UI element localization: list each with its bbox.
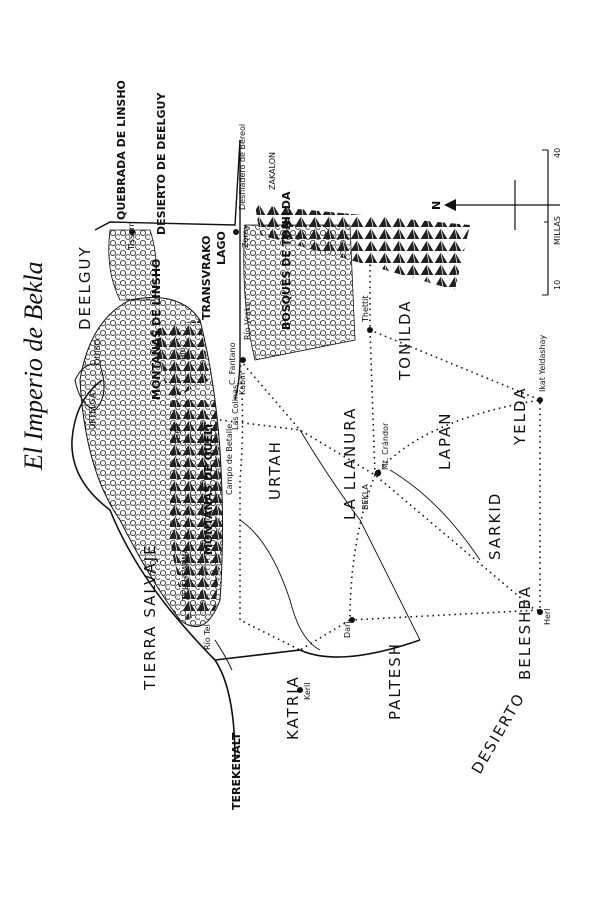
scale-label: MILLAS — [553, 216, 562, 245]
coastline — [71, 379, 421, 761]
forest-tonilda — [243, 224, 356, 361]
town-dari — [349, 617, 355, 623]
label-bosques-tonilda: BOSQUES DE TONILDA — [280, 191, 293, 330]
region-deelguy: DEELGUY — [76, 245, 94, 330]
mountains-guelt — [170, 400, 225, 620]
label-thettit: Thettit — [361, 295, 370, 323]
region-katria: KATRIA — [284, 675, 302, 740]
label-ortelga: ORTELGA — [88, 392, 97, 430]
town-tissarn — [129, 229, 135, 235]
mountains-east — [255, 205, 470, 290]
north-arrow: N — [430, 180, 560, 230]
region-lago: LAGO — [215, 231, 228, 265]
region-urtah: URTAH — [266, 440, 284, 500]
town-keril — [297, 687, 303, 693]
label-quebrada-linsho: QUEBRADA DE LINSHO — [115, 80, 128, 220]
label-desfiladero: Desfiladero de Bereol — [238, 124, 247, 210]
river-inner — [239, 429, 481, 651]
label-gelt: Gelt — [173, 424, 182, 440]
region-lapan: LAPAN — [436, 411, 454, 470]
forest-linsho — [108, 229, 158, 301]
towns — [129, 229, 543, 693]
river-ortelga — [74, 363, 105, 411]
map-title: El Imperio de Bekla — [19, 261, 48, 471]
northern-boundary — [94, 139, 241, 231]
town-zeray — [233, 229, 239, 235]
label-las-colinas: Las Colinas — [231, 385, 240, 430]
region-transvrako: TRANSVRAKO — [200, 236, 213, 321]
label-quiso: QUISO — [93, 339, 102, 365]
scale-bar: MILLAS 10 40 — [542, 148, 562, 296]
region-paltesh: PALTESH — [386, 642, 404, 720]
label-montanas-guelt: MONTAÑAS DE GUELT — [202, 422, 215, 555]
region-sarkid: SARKID — [486, 492, 504, 560]
label-dari: Dari — [343, 621, 352, 638]
region-beleshba: BELESHBA — [516, 585, 534, 680]
scale-tick-10: 10 — [553, 280, 562, 290]
label-montanas-linsho: MONTAÑAS DE LINSHO — [150, 259, 163, 400]
region-la-llanura: LA LLANURA — [341, 407, 359, 520]
mountains-linsho — [150, 320, 210, 400]
label-zeray: Zeray — [241, 224, 250, 248]
label-bekla: BEKLA — [361, 484, 370, 510]
label-keril: Keril — [303, 682, 312, 700]
label-ikat: Ikat Yeldashay — [538, 334, 547, 392]
town-ikat — [537, 397, 543, 403]
label-telthearna: TELTHEARNA — [181, 548, 190, 601]
town-thettit — [367, 327, 373, 333]
label-desierto-deelguy: DESIERTO DE DEELGUY — [155, 92, 168, 235]
town-herl — [537, 609, 543, 615]
label-fantano: C. Fantano — [228, 342, 237, 385]
region-tierra-salvaje: TIERRA SALVAJE — [141, 543, 159, 691]
north-label: N — [430, 201, 443, 210]
scale-tick-40: 40 — [553, 148, 562, 158]
river-tel — [214, 639, 233, 671]
label-rio-vrako: Río Vrako — [243, 302, 252, 340]
town-kabin — [240, 357, 246, 363]
label-rio-tel: Río Tel — [203, 624, 212, 650]
label-terekenalt: TEREKENALT — [230, 732, 243, 810]
label-mt-crandor: Mt. Crándor — [381, 422, 390, 470]
region-desierto: DESIERTO — [468, 689, 529, 777]
region-tonilda: TONILDA — [396, 299, 414, 381]
label-campo-bekla: Campo de Betalle — [225, 424, 234, 495]
region-yelda: YELDA — [511, 386, 529, 446]
label-herl: Herl — [543, 609, 552, 625]
label-kabin: Kabin — [238, 373, 247, 395]
label-zakalon: ZAKALON — [268, 152, 277, 190]
town-bekla — [374, 469, 382, 477]
label-rio: Río — [178, 347, 187, 360]
label-tissarn: Tissarn — [127, 222, 136, 251]
